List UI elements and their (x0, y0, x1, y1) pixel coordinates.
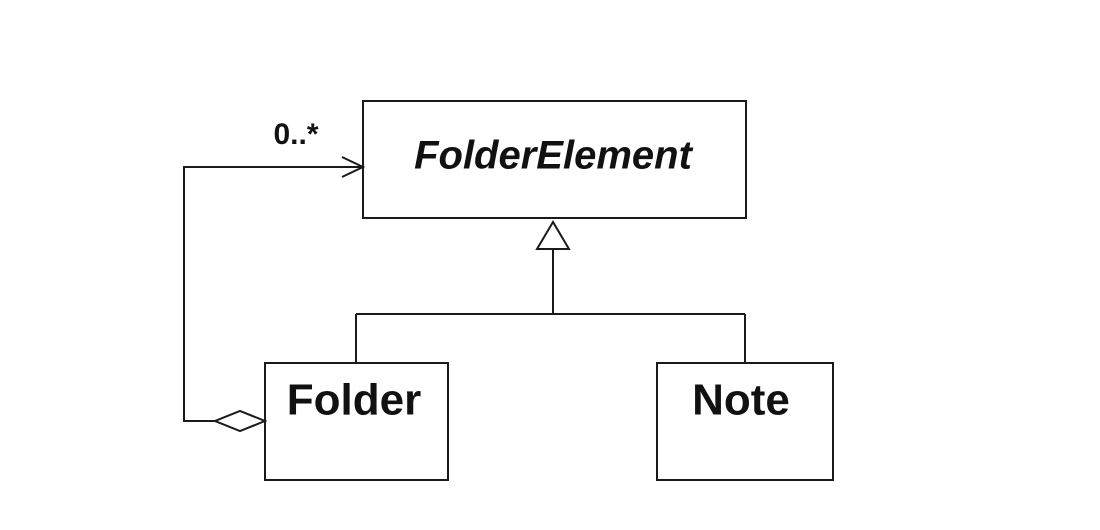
generalization-triangle-icon (535, 220, 571, 250)
class-folderelement-label: FolderElement (414, 134, 694, 178)
aggregation-path (183, 166, 363, 422)
class-folderelement[interactable]: FolderElement (362, 100, 747, 219)
multiplicity-label: 0..* (273, 118, 318, 151)
class-folder-box (264, 362, 449, 481)
class-folder-label: Folder (287, 376, 421, 425)
class-folder[interactable]: Folder (264, 362, 449, 481)
class-note-label: Note (692, 376, 790, 425)
generalization-connector (355, 220, 746, 363)
aggregation-diamond-icon (212, 409, 268, 433)
class-note-box (656, 362, 834, 481)
class-note[interactable]: Note (656, 362, 834, 481)
aggregation-association: 0..* (183, 118, 366, 433)
class-folderelement-box (362, 100, 747, 219)
association-arrowhead-icon (341, 156, 366, 178)
